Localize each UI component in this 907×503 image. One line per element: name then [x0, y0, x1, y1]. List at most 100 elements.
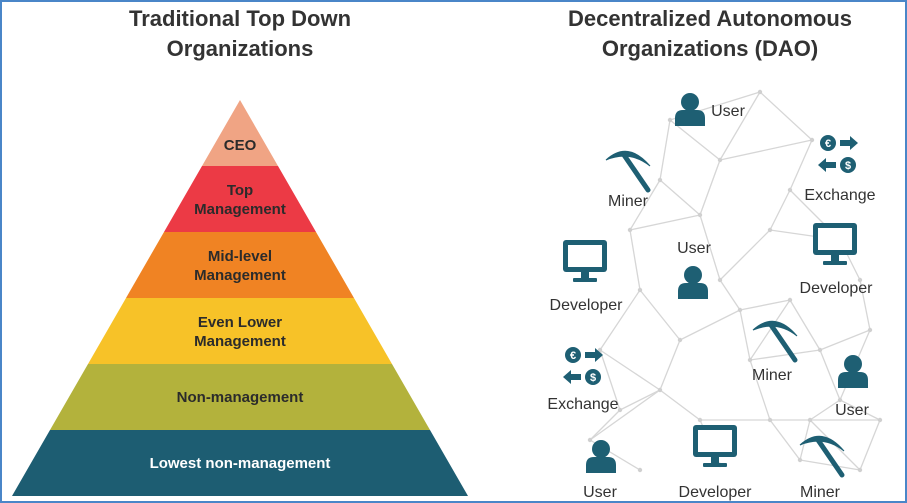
- network-edge: [629, 229, 641, 291]
- user-icon: [838, 355, 868, 388]
- pyramid-tier-label-line2: Management: [194, 267, 286, 284]
- dao-node: Exchange: [547, 347, 619, 413]
- pyramid-tier: Non-management: [50, 364, 430, 430]
- network-node-dot: [737, 307, 743, 313]
- dao-node-label: Miner: [608, 193, 649, 210]
- network-node-dot: [657, 177, 663, 183]
- pyramid-tier-band: [164, 166, 316, 232]
- network-edge: [749, 299, 791, 361]
- network-edge: [659, 389, 701, 421]
- dao-title: Decentralized Autonomous Organizations (…: [520, 4, 900, 64]
- network-node-dot: [787, 187, 793, 193]
- network-edge: [659, 339, 681, 391]
- network-edge: [659, 119, 671, 181]
- dao-node-label: Exchange: [547, 396, 618, 413]
- network-edge: [679, 309, 741, 341]
- network-node-dot: [597, 347, 603, 353]
- pyramid-tier-label: CEO: [224, 137, 257, 154]
- network-node-dot: [697, 417, 703, 423]
- pyramid-tier-band: [126, 232, 354, 298]
- traditional-title-line1: Traditional Top Down: [128, 6, 352, 31]
- network-node-dot: [637, 467, 643, 473]
- network-node-dot: [877, 417, 883, 423]
- pickaxe-icon: [606, 151, 650, 190]
- network-node-dot: [797, 457, 803, 463]
- dao-node: Miner: [752, 321, 797, 384]
- network-node-dot: [637, 287, 643, 293]
- network-edge: [599, 289, 641, 351]
- user-icon: [675, 93, 705, 126]
- pyramid-tier: CEO: [202, 100, 278, 166]
- network-edge: [639, 289, 681, 341]
- network-edge: [599, 349, 661, 391]
- network-edge: [619, 389, 661, 411]
- dao-node-label: Exchange: [804, 187, 875, 204]
- network-edge: [789, 299, 821, 351]
- pyramid-tier-label: Non-management: [177, 389, 304, 406]
- network-node-dot: [747, 357, 753, 363]
- network-edge: [859, 279, 871, 331]
- dao-network-lines: [589, 91, 881, 471]
- pyramid-tier-label-line2: Management: [194, 201, 286, 218]
- network-node-dot: [627, 227, 633, 233]
- network-edge: [799, 459, 861, 471]
- network-node-dot: [867, 327, 873, 333]
- dao-node: User: [583, 440, 618, 501]
- dao-node-label: User: [583, 484, 617, 501]
- dao-node-label: User: [711, 103, 745, 120]
- pyramid-tier-label: Lowest non-management: [150, 455, 331, 472]
- dao-title-line1: Decentralized Autonomous: [568, 6, 852, 31]
- pyramid-tier-band: [12, 430, 468, 496]
- network-node-dot: [757, 89, 763, 95]
- network-edge: [719, 139, 813, 161]
- dao-node: Developer: [679, 425, 753, 501]
- network-edge: [749, 349, 821, 361]
- network-edge: [809, 399, 841, 421]
- dao-node: User: [677, 240, 712, 299]
- network-node-dot: [677, 337, 683, 343]
- dao-node-label: Developer: [800, 280, 874, 297]
- dao-node: Developer: [800, 223, 874, 297]
- network-edge: [769, 189, 791, 231]
- pyramid-tier-label-line1: Mid-level: [208, 248, 272, 265]
- exchange-icon: [818, 135, 858, 173]
- network-edge: [719, 279, 741, 311]
- pyramid-tier-band: [202, 100, 278, 166]
- pyramid-tier-label-line1: Top: [227, 182, 253, 199]
- dao-node: Miner: [606, 151, 650, 210]
- network-node-dot: [667, 117, 673, 123]
- network-edge: [719, 229, 771, 281]
- network-edge: [599, 349, 621, 411]
- exchange-icon: [563, 347, 603, 385]
- network-node-dot: [657, 387, 663, 393]
- pyramid-tier-label-line1: Even Lower: [198, 314, 282, 331]
- pyramid: CEOTopManagementMid-levelManagementEven …: [12, 100, 468, 496]
- network-node-dot: [587, 437, 593, 443]
- traditional-title: Traditional Top Down Organizations: [70, 4, 410, 64]
- network-edge: [589, 409, 621, 441]
- pyramid-tier: Lowest non-management: [12, 430, 468, 496]
- network-node-dot: [697, 212, 703, 218]
- network-node-dot: [857, 277, 863, 283]
- network-edge: [719, 91, 761, 161]
- dao-node-label: Miner: [800, 484, 841, 501]
- network-edge: [759, 91, 813, 141]
- network-node-dot: [809, 137, 815, 143]
- dao-node-label: Developer: [679, 484, 753, 501]
- network-edge: [749, 359, 771, 421]
- dao-node-label: Miner: [752, 367, 793, 384]
- dao-node: Developer: [550, 240, 623, 314]
- network-edge: [659, 179, 701, 216]
- dao-node: Exchange: [804, 135, 876, 204]
- network-edge: [789, 139, 813, 191]
- network-edge: [769, 419, 801, 461]
- network-node-dot: [857, 467, 863, 473]
- user-icon: [586, 440, 616, 473]
- traditional-title-line2: Organizations: [166, 36, 314, 61]
- network-node-dot: [717, 157, 723, 163]
- monitor-icon: [563, 240, 607, 282]
- network-edge: [819, 329, 871, 351]
